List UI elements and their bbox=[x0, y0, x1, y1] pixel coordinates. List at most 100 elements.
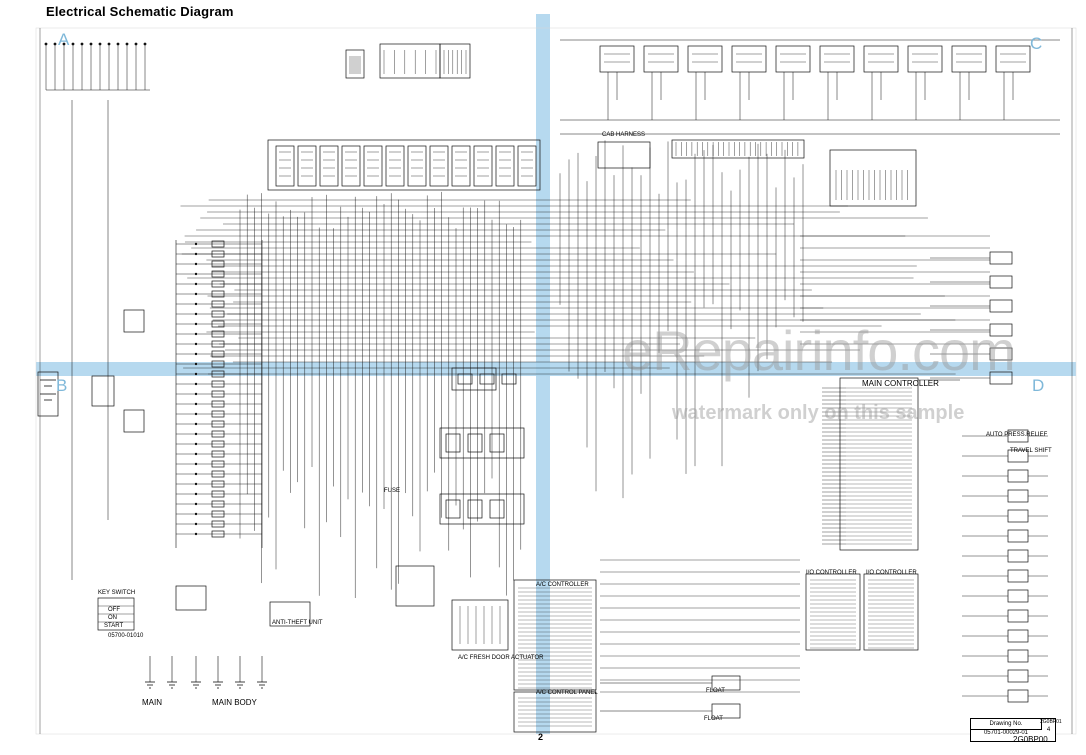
fuse-element bbox=[211, 330, 225, 338]
solenoid-box bbox=[643, 45, 679, 73]
terminal-dot bbox=[194, 452, 198, 456]
document-code-small: 2G0BP01 bbox=[1040, 719, 1062, 725]
connector-block bbox=[439, 43, 471, 79]
ac-controller-label: A/C CONTROLLER bbox=[536, 582, 589, 588]
ac-controller-box bbox=[513, 579, 597, 691]
terminal-dot bbox=[194, 442, 198, 446]
fuse-element bbox=[211, 250, 225, 258]
connector-module bbox=[275, 145, 295, 187]
main-body-ground-label: MAIN BODY bbox=[212, 698, 257, 707]
connector-block bbox=[379, 43, 441, 79]
fuse-element bbox=[211, 320, 225, 328]
terminal-dot bbox=[194, 342, 198, 346]
connector-module bbox=[407, 145, 427, 187]
module-subunit bbox=[445, 499, 461, 519]
sensor-icon bbox=[989, 275, 1013, 289]
float-label-1: FLOAT bbox=[706, 688, 725, 694]
terminal-dot bbox=[194, 352, 198, 356]
terminal-dot bbox=[134, 42, 138, 46]
terminal-dot bbox=[194, 412, 198, 416]
fuse-element bbox=[211, 310, 225, 318]
connector-module bbox=[473, 145, 493, 187]
interface-module bbox=[439, 493, 525, 525]
connector-block bbox=[345, 49, 365, 79]
fuse-element bbox=[211, 380, 225, 388]
drawing-number-header: Drawing No. bbox=[971, 719, 1042, 730]
watermark-main: eRepairinfo.com bbox=[622, 319, 1016, 382]
module-subunit bbox=[489, 433, 505, 453]
fuse-element bbox=[211, 520, 225, 528]
key-switch-label: KEY SWITCH bbox=[98, 590, 136, 596]
terminal-dot bbox=[194, 302, 198, 306]
fuse-element bbox=[211, 440, 225, 448]
solenoid-box bbox=[995, 45, 1031, 73]
connector-module bbox=[517, 145, 537, 187]
io-controller-label-2: I/O CONTROLLER bbox=[866, 570, 917, 576]
terminal-dot bbox=[194, 422, 198, 426]
solenoid-icon bbox=[1007, 589, 1029, 603]
fuse-element bbox=[211, 390, 225, 398]
key-off-label: OFF bbox=[108, 607, 120, 613]
solenoid-icon bbox=[1007, 669, 1029, 683]
fuse-element bbox=[211, 290, 225, 298]
fuse-element bbox=[211, 420, 225, 428]
drawing-sheet-mark: 4 bbox=[1046, 727, 1051, 733]
terminal-dot bbox=[80, 42, 84, 46]
terminal-dot bbox=[143, 42, 147, 46]
connector-module bbox=[385, 145, 405, 187]
terminal-dot bbox=[194, 462, 198, 466]
ac-control-panel-box bbox=[513, 691, 597, 733]
float-label-2: FLOAT bbox=[704, 716, 723, 722]
solenoid-box bbox=[863, 45, 899, 73]
interface-module bbox=[451, 367, 497, 391]
ac-fresh-door-label: A/C FRESH DOOR ACTUATOR bbox=[458, 655, 544, 661]
connector-module bbox=[319, 145, 339, 187]
fuse-element bbox=[211, 270, 225, 278]
module-subunit bbox=[467, 499, 483, 519]
io-controller-label-1: I/O CONTROLLER bbox=[806, 570, 857, 576]
terminal-dot bbox=[194, 392, 198, 396]
connector-module bbox=[451, 145, 471, 187]
solenoid-icon bbox=[1007, 629, 1029, 643]
fuse-element bbox=[211, 340, 225, 348]
page-title: Electrical Schematic Diagram bbox=[46, 4, 234, 19]
horizontal-highlight-band bbox=[36, 362, 1076, 376]
solenoid-box bbox=[687, 45, 723, 73]
connector-module bbox=[429, 145, 449, 187]
solenoid-box bbox=[599, 45, 635, 73]
fuse-element bbox=[211, 500, 225, 508]
module-subunit bbox=[445, 433, 461, 453]
module-subunit bbox=[489, 499, 505, 519]
terminal-dot bbox=[194, 332, 198, 336]
key-on-label: ON bbox=[108, 615, 117, 621]
fuse-element bbox=[211, 400, 225, 408]
terminal-dot bbox=[194, 402, 198, 406]
fuse-element bbox=[211, 530, 225, 538]
connector-module bbox=[363, 145, 383, 187]
solenoid-icon bbox=[1007, 469, 1029, 483]
fuse-element bbox=[211, 260, 225, 268]
solenoid-icon bbox=[1007, 489, 1029, 503]
fuse-element bbox=[211, 470, 225, 478]
fuse-element bbox=[211, 490, 225, 498]
solenoid-box bbox=[951, 45, 987, 73]
main-controller-label: MAIN CONTROLLER bbox=[862, 379, 939, 388]
fuse-element bbox=[211, 370, 225, 378]
solenoid-icon bbox=[1007, 529, 1029, 543]
solenoid-box bbox=[907, 45, 943, 73]
terminal-dot bbox=[194, 362, 198, 366]
key-start-label: START bbox=[104, 623, 124, 629]
relay-box bbox=[123, 409, 145, 433]
zone-marker-d: D bbox=[1032, 376, 1045, 395]
sensor-icon bbox=[989, 251, 1013, 265]
auto-pressure-label: AUTO PRESS.RELIEF bbox=[986, 432, 1048, 438]
fuse-element bbox=[211, 280, 225, 288]
solenoid-icon bbox=[1007, 609, 1029, 623]
terminal-dot bbox=[116, 42, 120, 46]
connector-module bbox=[495, 145, 515, 187]
terminal-dot bbox=[194, 532, 198, 536]
fuse-element bbox=[211, 510, 225, 518]
zone-marker-c: C bbox=[1030, 34, 1043, 53]
harness-box bbox=[267, 139, 541, 191]
